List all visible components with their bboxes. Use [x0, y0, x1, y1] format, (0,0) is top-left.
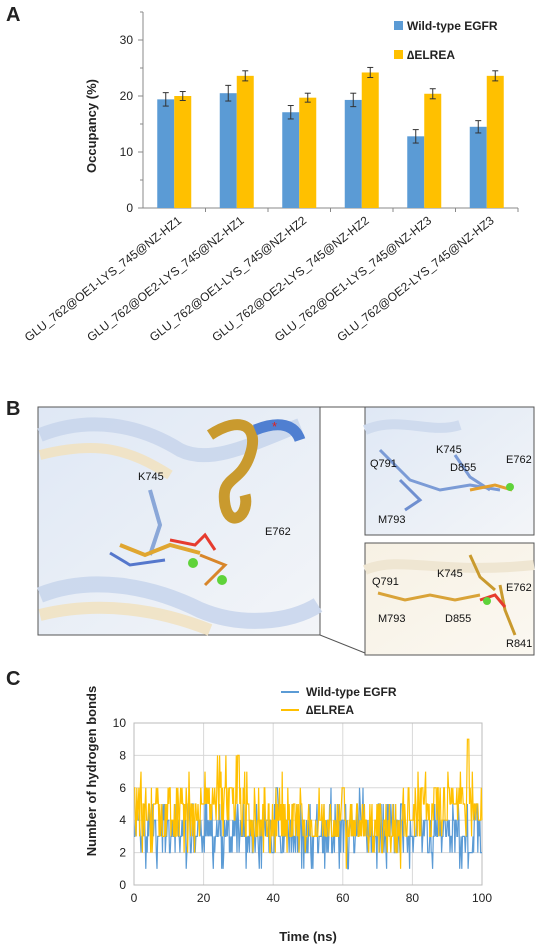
bar-delta [299, 97, 317, 208]
legend-swatch-wild-type [394, 21, 403, 30]
bar-wild-type [219, 93, 237, 208]
top-label-q791: Q791 [370, 458, 397, 470]
chart-c-x-tick-label: 20 [197, 891, 211, 905]
chart-c-y-tick-label: 4 [119, 813, 126, 827]
chart-a-axes [142, 12, 518, 209]
chart-c-x-tick-label: 60 [336, 891, 350, 905]
legend-c-label-wild-type: Wild-type EGFR [306, 685, 397, 699]
chart-a-y-tick-label: 20 [120, 89, 134, 103]
chart-c-y-tick-label: 8 [119, 748, 126, 762]
bar-delta [424, 93, 442, 208]
highlight-star: * [272, 419, 277, 434]
chart-a-category-labels: GLU_762@OE1-LYS_745@NZ-HZ1GLU_762@OE2-LY… [22, 213, 497, 344]
chart-a-y-axis-label: Occupancy (%) [84, 79, 99, 173]
bar-wild-type [282, 112, 300, 208]
bar-delta [236, 75, 254, 208]
chart-c-grid [133, 722, 483, 886]
chart-a-y-tick-label: 30 [120, 33, 134, 47]
chart-c-x-tick-label: 80 [406, 891, 420, 905]
bar-delta [174, 96, 192, 208]
legend-swatch-delta [394, 50, 403, 59]
chart-c-y-tick-label: 2 [119, 846, 126, 860]
bar-wild-type [407, 136, 425, 208]
bar-delta [361, 72, 379, 208]
chart-a-bars [157, 66, 504, 208]
chart-c-x-tick-label: 100 [472, 891, 492, 905]
legend-label-wild-type: Wild-type EGFR [407, 19, 498, 33]
chart-c-x-axis-label: Time (ns) [279, 929, 337, 944]
bottom-label-r841: R841 [506, 638, 532, 650]
structure-figure: K745 E762 * Q791 K745 D855 E762 M793 Q79… [37, 406, 535, 656]
occupancy-bar-chart: 0 10 20 30 GLU_762@OE1-LYS_745@NZ-HZ1GLU_76… [22, 11, 519, 344]
panel-letter-c: C [6, 668, 21, 690]
chart-a-y-tick-label: 0 [126, 201, 133, 215]
chart-a-legend: Wild-type EGFR ∆ELREA [394, 19, 498, 62]
chart-a-ticks: 0 10 20 30 [120, 11, 519, 215]
chart-c-y-tick-label: 0 [119, 878, 126, 892]
chart-c-series [134, 738, 483, 870]
chart-c-legend: Wild-type EGFR ∆ELREA [275, 681, 465, 721]
main-structure-view: K745 E762 * [37, 406, 323, 636]
bottom-label-m793: M793 [378, 613, 406, 625]
chart-c-x-tick-label: 0 [131, 891, 138, 905]
bar-wild-type [344, 99, 362, 208]
legend-label-delta: ∆ELREA [407, 48, 455, 62]
panel-letter-b: B [6, 398, 21, 420]
bar-wild-type [469, 126, 487, 208]
bottom-label-k745: K745 [437, 568, 463, 580]
bottom-label-d855: D855 [445, 613, 471, 625]
top-inset-view: Q791 K745 D855 E762 M793 [363, 406, 535, 536]
top-label-e762: E762 [506, 454, 532, 466]
bar-wild-type [157, 99, 175, 208]
top-label-d855: D855 [450, 462, 476, 474]
top-label-m793: M793 [378, 514, 406, 526]
legend-c-label-delta: ∆ELREA [306, 703, 354, 717]
bottom-inset-view: Q791 K745 E762 M793 D855 R841 [363, 542, 535, 656]
panel-letter-a: A [6, 4, 21, 26]
chart-c-x-tick-label: 40 [267, 891, 281, 905]
chart-c-y-axis-label: Number of hydrogen bonds [84, 686, 99, 856]
chart-c-y-tick-label: 6 [119, 781, 126, 795]
main-label-k745: K745 [138, 471, 164, 483]
main-label-e762: E762 [265, 526, 291, 538]
bar-delta [486, 75, 504, 208]
series-line-delta [134, 738, 483, 869]
chart-c-y-tick-label: 10 [113, 716, 127, 730]
top-label-k745: K745 [436, 444, 462, 456]
bottom-label-e762: E762 [506, 582, 532, 594]
chart-a-y-tick-label: 10 [120, 145, 134, 159]
bottom-label-q791: Q791 [372, 576, 399, 588]
